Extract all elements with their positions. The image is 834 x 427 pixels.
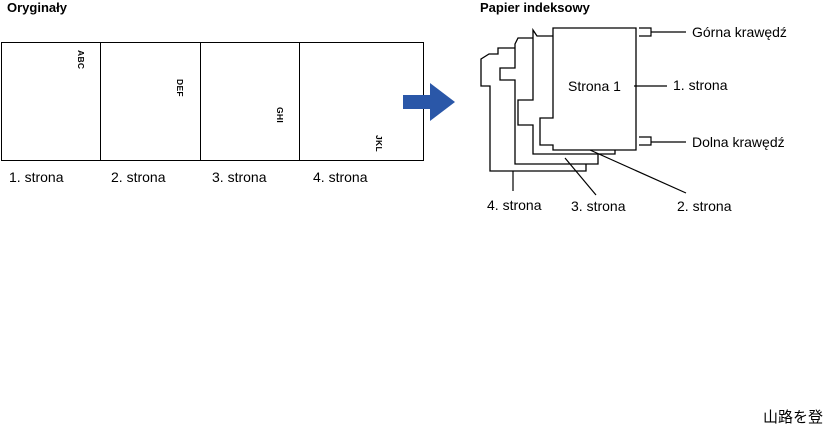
top-edge-bracket: [639, 27, 652, 37]
page4-label: 4. strona: [487, 197, 542, 213]
bottom-edge-label: Dolna krawędź: [692, 134, 785, 150]
originals-title: Oryginały: [7, 0, 67, 15]
top-edge-label: Górna krawędź: [692, 24, 787, 40]
original-label-4: 4. strona: [313, 169, 368, 185]
original-label-3: 3. strona: [212, 169, 267, 185]
original-label-2: 2. strona: [111, 169, 166, 185]
index-sheet-text: Strona 1: [568, 78, 621, 94]
index-sheet-1: [539, 27, 637, 151]
original-label-1: 1. strona: [9, 169, 64, 185]
right-arrow-icon: [403, 83, 455, 121]
index-paper-title: Papier indeksowy: [480, 0, 590, 15]
page2-label: 2. strona: [677, 198, 732, 214]
footer-text: 山路を登: [763, 408, 824, 426]
page3-leader: [564, 157, 597, 196]
bottom-edge-bracket: [639, 136, 652, 146]
first-page-label: 1. strona: [673, 77, 728, 93]
page3-label: 3. strona: [571, 198, 626, 214]
page2-leader: [589, 149, 687, 194]
